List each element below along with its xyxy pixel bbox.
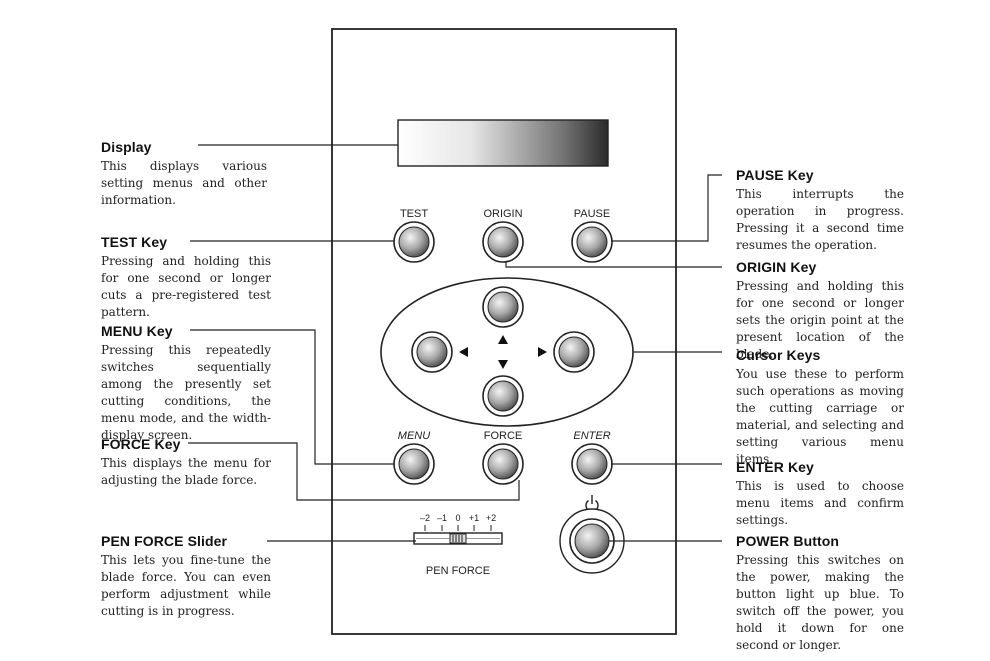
power-button-callout-text: Pressing this switches on the power, mak…: [736, 553, 904, 652]
enter-key-callout-text: This is used to choose menu items and co…: [736, 479, 904, 527]
leader-menu: [190, 329, 394, 465]
force-key[interactable]: [482, 443, 524, 485]
display-callout-title: Display: [101, 139, 152, 155]
display-callout-text: This displays various setting menus and …: [101, 159, 267, 207]
cursor-keys-callout: Cursor Keys You use these to perform suc…: [736, 347, 904, 468]
test-key-label: TEST: [400, 208, 428, 220]
origin-key-callout-text: Pressing and holding this for one second…: [736, 279, 904, 361]
pen-force-label: PEN FORCE: [426, 565, 490, 577]
force-key-callout: FORCE Key This displays the menu for adj…: [101, 436, 271, 489]
power-button[interactable]: [559, 508, 625, 574]
arrow-down-icon: [498, 360, 508, 369]
pause-key-callout-title: PAUSE Key: [736, 167, 814, 183]
cursor-up-key[interactable]: [482, 286, 524, 328]
menu-key-callout-title: MENU Key: [101, 323, 173, 339]
arrow-left-icon: [459, 347, 468, 357]
origin-key[interactable]: [482, 221, 524, 263]
scale-label-zero: 0: [455, 513, 460, 523]
power-button-callout: POWER Button Pressing this switches on t…: [736, 533, 904, 654]
leader-origin: [505, 262, 722, 268]
cursor-left-key[interactable]: [411, 331, 453, 373]
origin-key-label: ORIGIN: [483, 208, 522, 220]
pen-force-callout-text: This lets you fine-tune the blade force.…: [101, 553, 271, 618]
power-button-callout-title: POWER Button: [736, 533, 840, 549]
origin-key-callout-title: ORIGIN Key: [736, 259, 817, 275]
force-key-callout-title: FORCE Key: [101, 436, 181, 452]
test-key[interactable]: [393, 221, 435, 263]
display-callout: Display This displays various setting me…: [101, 139, 267, 209]
pen-force-callout-title: PEN FORCE Slider: [101, 533, 228, 549]
force-key-callout-text: This displays the menu for adjusting the…: [101, 456, 271, 487]
origin-key-callout: ORIGIN Key Pressing and holding this for…: [736, 259, 904, 363]
test-key-callout-text: Pressing and holding this for one second…: [101, 254, 271, 319]
cursor-right-key[interactable]: [553, 331, 595, 373]
leader-force: [188, 442, 520, 501]
leader-pause: [611, 174, 722, 242]
pause-key-callout-text: This interrupts the operation in progres…: [736, 187, 904, 252]
enter-key[interactable]: [571, 443, 613, 485]
pen-force-callout: PEN FORCE Slider This lets you fine-tune…: [101, 533, 271, 620]
cursor-down-key[interactable]: [482, 375, 524, 417]
enter-key-callout-title: ENTER Key: [736, 459, 814, 475]
scale-label-minus2: –2: [420, 513, 430, 523]
menu-key-label: MENU: [398, 430, 430, 442]
test-key-callout-title: TEST Key: [101, 234, 168, 250]
pause-key-callout: PAUSE Key This interrupts the operation …: [736, 167, 904, 254]
cursor-keys-callout-title: Cursor Keys: [736, 347, 821, 363]
arrow-right-icon: [538, 347, 547, 357]
pen-force-ticks: [424, 525, 492, 531]
pause-key-label: PAUSE: [574, 208, 610, 220]
enter-key-callout: ENTER Key This is used to choose menu it…: [736, 459, 904, 529]
scale-label-plus1: +1: [469, 513, 479, 523]
arrow-up-icon: [498, 335, 508, 344]
test-key-callout: TEST Key Pressing and holding this for o…: [101, 234, 271, 321]
scale-label-minus1: –1: [437, 513, 447, 523]
leader-lines: [188, 144, 722, 542]
menu-key-callout-text: Pressing this repeatedly switches sequen…: [101, 343, 271, 442]
enter-key-label: ENTER: [573, 430, 610, 442]
pause-key[interactable]: [571, 221, 613, 263]
scale-label-plus2: +2: [486, 513, 496, 523]
cursor-keys-callout-text: You use these to perform such operations…: [736, 367, 904, 466]
pen-force-scale: –2 –1 0 +1 +2: [420, 513, 496, 523]
force-key-label: FORCE: [484, 430, 523, 442]
menu-key-callout: MENU Key Pressing this repeatedly switch…: [101, 323, 271, 444]
menu-key[interactable]: [393, 443, 435, 485]
pen-force-slider-thumb[interactable]: [449, 533, 467, 544]
lcd-display: [397, 119, 609, 167]
